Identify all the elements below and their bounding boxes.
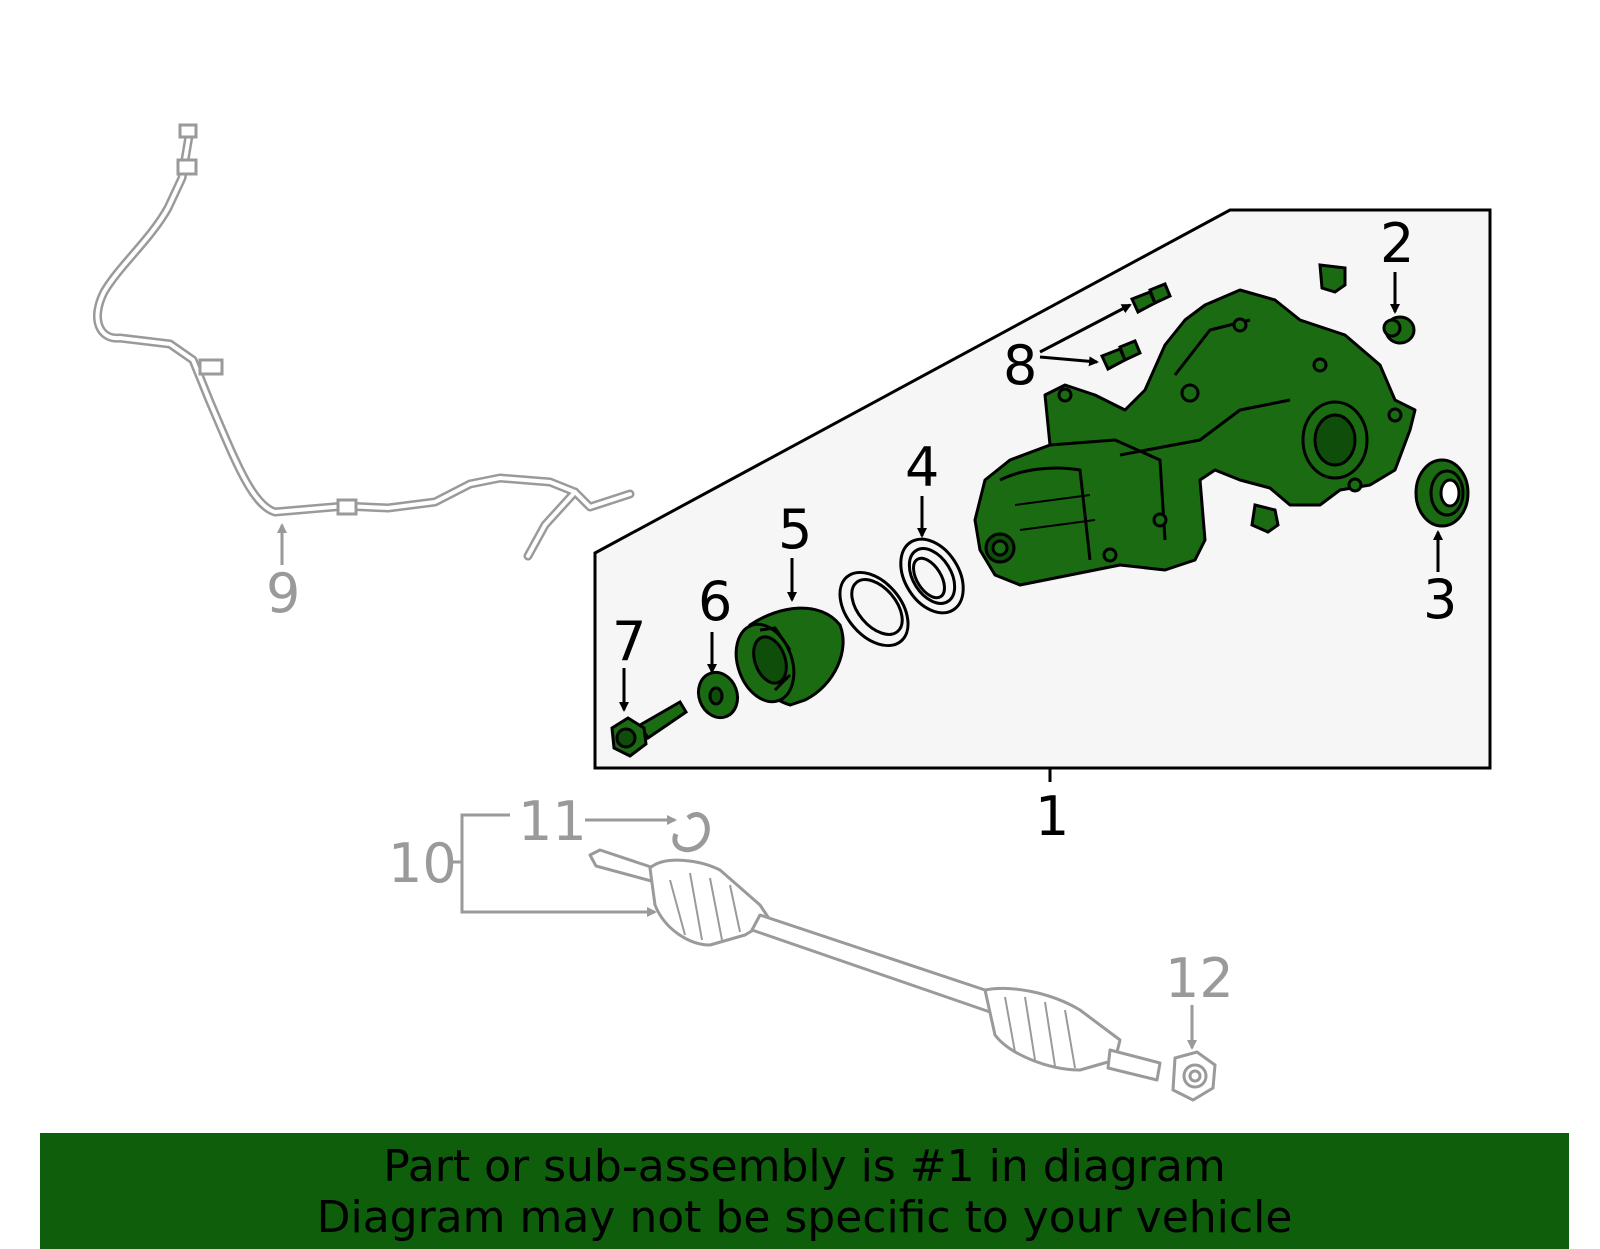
callout-1: 1 xyxy=(1035,785,1069,848)
callout-8: 8 xyxy=(1003,334,1037,397)
callout-8-arrow-upper xyxy=(1039,303,1132,354)
callout-4: 4 xyxy=(905,436,939,499)
fill-plug-icon xyxy=(1382,315,1416,345)
callout-7: 7 xyxy=(612,610,646,673)
callout-12: 12 xyxy=(1165,947,1234,1010)
vent-hose-inner xyxy=(95,128,632,558)
callout-6: 6 xyxy=(698,570,732,633)
info-banner: Part or sub-assembly is #1 in diagram Di… xyxy=(40,1133,1569,1249)
callout-8-arrow-lower xyxy=(1039,355,1099,367)
mounting-stud-icon xyxy=(1099,282,1172,372)
banner-line-2: Diagram may not be specific to your vehi… xyxy=(316,1192,1293,1243)
drain-plug-icon xyxy=(1250,503,1280,534)
coupling-flange-icon xyxy=(734,606,845,707)
callout-9: 9 xyxy=(266,562,300,625)
pinion-seal-icon xyxy=(899,537,965,615)
flange-nut-icon xyxy=(1171,1050,1217,1102)
snap-ring-icon xyxy=(672,812,710,853)
callout-5: 5 xyxy=(778,498,812,561)
vent-plug-icon xyxy=(1318,263,1347,294)
callout-2: 2 xyxy=(1380,212,1414,275)
pinion-bolt-icon xyxy=(610,699,689,758)
callout-10: 10 xyxy=(388,832,457,895)
callout-3: 3 xyxy=(1423,568,1457,631)
differential-housing-icon xyxy=(973,288,1417,587)
bearing-ring-icon xyxy=(838,570,910,648)
vent-hose-icon xyxy=(92,125,635,561)
vent-hose-clips xyxy=(176,123,358,516)
axle-seal-icon xyxy=(1414,458,1470,528)
banner-line-1: Part or sub-assembly is #1 in diagram xyxy=(383,1141,1226,1192)
drive-axle-shaft-icon xyxy=(588,848,1162,1082)
callout-11: 11 xyxy=(518,790,587,853)
